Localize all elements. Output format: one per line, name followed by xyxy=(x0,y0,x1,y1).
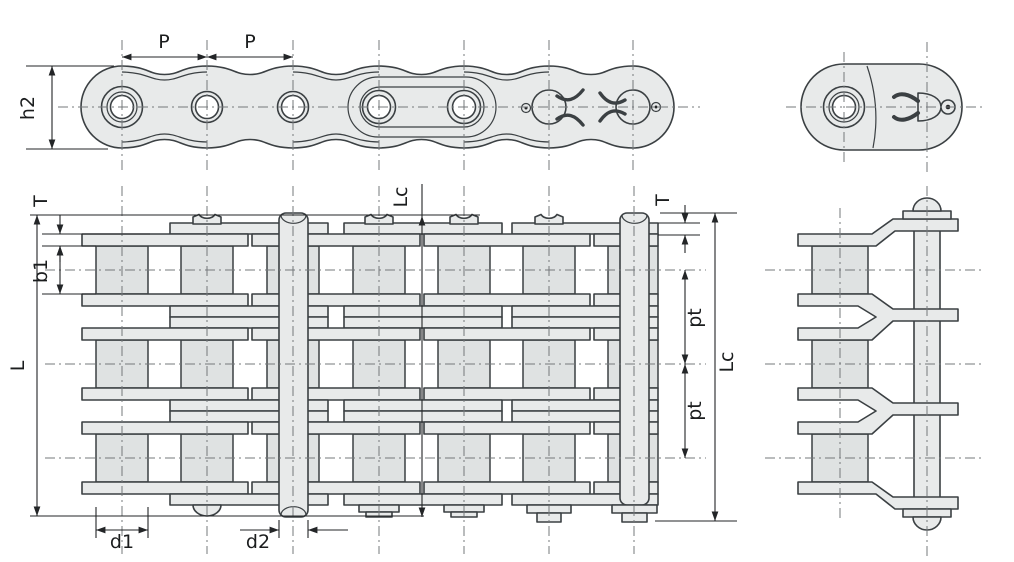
roller-link-plate xyxy=(251,387,421,401)
pin-head-notch xyxy=(621,214,648,224)
label-transverse-pitch-lower: pt xyxy=(684,401,706,421)
label-pin-length-right: Lc xyxy=(716,351,738,372)
clip-eye-dot xyxy=(654,105,658,109)
pin-head-dome xyxy=(912,197,942,212)
spring-clip xyxy=(892,111,920,122)
pin-link-plate xyxy=(343,399,503,412)
roller-link-plate xyxy=(423,233,591,247)
spring-clip xyxy=(555,88,585,102)
pin-link-plate xyxy=(343,305,503,318)
pin-link-plate xyxy=(169,222,329,235)
roller-link-plate xyxy=(81,481,249,495)
roller-link-plate xyxy=(251,293,421,307)
forked-plate xyxy=(797,387,959,435)
roller-link-plate xyxy=(423,327,591,341)
label-pitch-1: P xyxy=(158,31,169,53)
inner-plate-contour xyxy=(292,133,380,143)
roller-link-plate xyxy=(81,387,249,401)
inner-plate-contour xyxy=(463,133,550,143)
view-link-end xyxy=(786,42,982,172)
label-roller-diameter: d1 xyxy=(110,531,134,553)
roller-link-plate xyxy=(423,481,591,495)
connecting-plate-outer xyxy=(347,76,497,138)
label-pin-length-center: Lc xyxy=(390,186,412,207)
pin-link-plate xyxy=(343,316,503,329)
pin-link-plate xyxy=(169,316,329,329)
clip-eye xyxy=(520,102,532,114)
roller-link-plate xyxy=(251,421,421,435)
pin-link-plate xyxy=(511,493,659,506)
label-transverse-pitch-upper: pt xyxy=(684,308,706,328)
cranked-plate-top xyxy=(797,218,959,247)
spring-clip xyxy=(555,113,585,127)
roller-link-plate xyxy=(423,293,591,307)
spring-clip xyxy=(892,92,920,103)
roller-link-plate xyxy=(251,481,421,495)
view-chain-profile xyxy=(765,186,985,556)
label-plate-thickness-right: T xyxy=(652,194,674,207)
spring-clip xyxy=(598,109,627,123)
label-inner-width: b1 xyxy=(30,259,52,283)
roller-link-plate xyxy=(423,421,591,435)
label-pin-diameter: d2 xyxy=(246,531,270,553)
roller-link-plate xyxy=(81,327,249,341)
forked-plate xyxy=(797,293,959,341)
label-pitch-2: P xyxy=(244,31,255,53)
inner-plate-contour xyxy=(121,71,208,81)
pin-head-notch xyxy=(280,214,307,224)
inner-plate-contour xyxy=(463,71,550,81)
pin-link-plate xyxy=(343,410,503,423)
label-plate-thickness-left: T xyxy=(30,195,52,208)
inner-plate-contour xyxy=(121,133,208,143)
roller-link-plate xyxy=(251,327,421,341)
pin-end-dome xyxy=(912,516,942,531)
pin-link-plate xyxy=(343,493,503,506)
pin-link-plate xyxy=(169,493,329,506)
cranked-plate-bottom xyxy=(797,481,959,510)
view-chain-side-elevation: P P h2 xyxy=(17,31,700,170)
label-overall-length: L xyxy=(7,360,29,371)
roller-link-plate xyxy=(251,233,421,247)
roller-link-plate xyxy=(81,421,249,435)
roller-link-plate xyxy=(423,387,591,401)
spring-clip xyxy=(598,91,627,105)
pin-link-plate xyxy=(169,410,329,423)
roller-link-plate xyxy=(81,233,249,247)
pin-head xyxy=(534,213,564,225)
view-chain-plan: T b1 L Lc d1 d2 T pt pt Lc xyxy=(7,184,738,554)
roller-link-plate xyxy=(81,293,249,307)
inner-plate-contour xyxy=(292,71,380,81)
label-plate-height: h2 xyxy=(17,96,39,120)
